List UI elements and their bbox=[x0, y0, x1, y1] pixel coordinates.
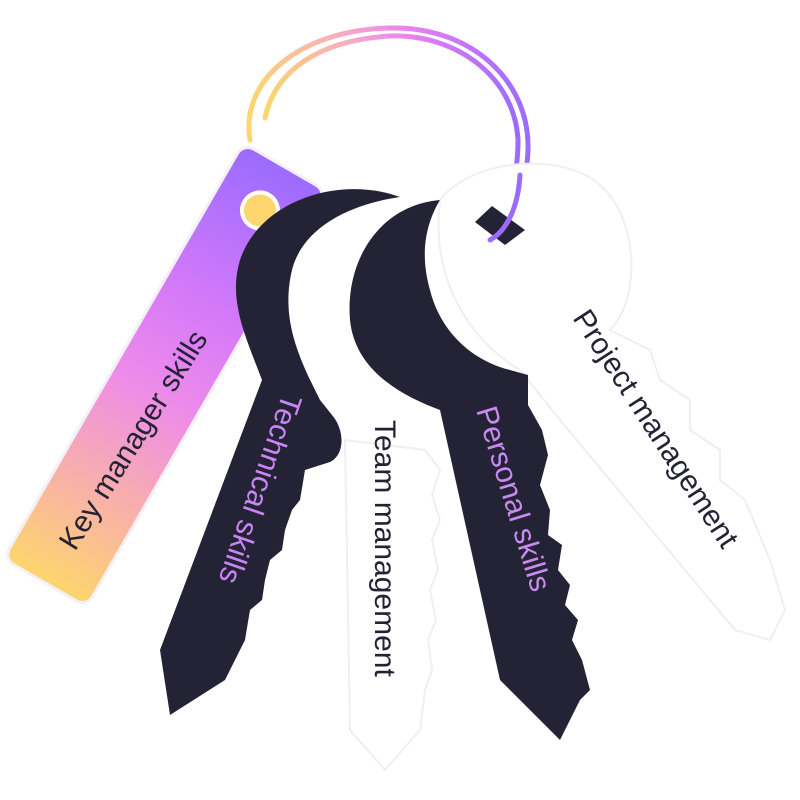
key-project-management bbox=[437, 162, 787, 642]
key-team-management bbox=[343, 438, 442, 772]
key-ring-front bbox=[487, 172, 523, 243]
key-hole-icon bbox=[475, 206, 525, 245]
key-personal-skills bbox=[349, 200, 590, 740]
key-label-team: Team management bbox=[368, 420, 401, 677]
key-technical-skills bbox=[160, 189, 400, 715]
